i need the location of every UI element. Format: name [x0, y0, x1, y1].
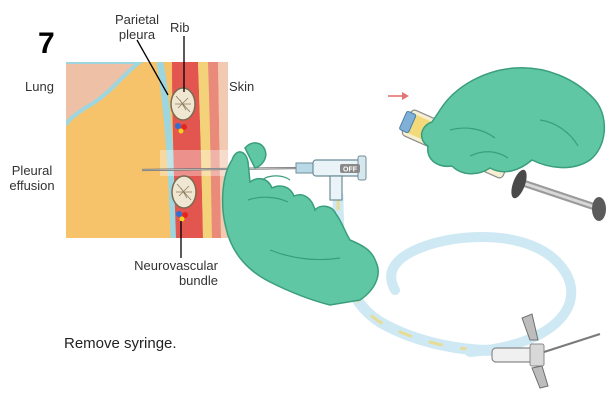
right-hand-glove	[422, 68, 605, 174]
stopcock: OFF	[296, 156, 366, 200]
rib-upper	[171, 88, 195, 120]
rib-lower	[172, 176, 196, 208]
step-number: 7	[38, 28, 55, 60]
label-skin: Skin	[229, 79, 254, 94]
stopcock-label: OFF	[343, 167, 358, 174]
label-neurovascular-bundle: Neurovascular bundle	[120, 258, 218, 288]
label-pleural-effusion: Pleural effusion	[4, 163, 60, 193]
anatomy-inset	[66, 36, 228, 258]
label-lung: Lung	[25, 79, 54, 94]
step-caption: Remove syringe.	[64, 335, 177, 352]
label-rib: Rib	[170, 20, 190, 35]
label-parietal-pleura: Parietal pleura	[109, 12, 165, 42]
direction-arrow	[388, 92, 409, 100]
